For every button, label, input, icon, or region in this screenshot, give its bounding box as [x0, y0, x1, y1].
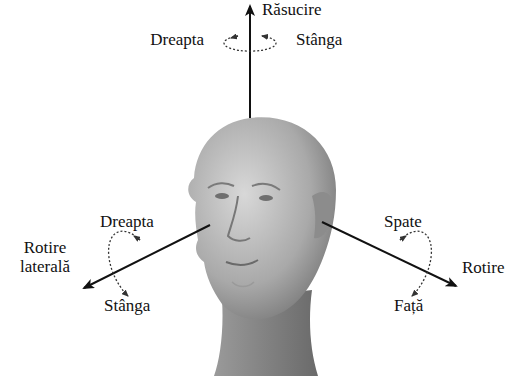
direction-label: Dreapta — [150, 30, 204, 49]
axis-label: Răsucire — [262, 0, 321, 19]
axis-label: Rotire laterală — [4, 238, 86, 276]
direction-label: Stânga — [104, 296, 150, 315]
direction-label: Dreapta — [100, 212, 154, 231]
direction-label: Față — [394, 296, 423, 315]
direction-label: Stânga — [296, 30, 342, 49]
axis-label: Rotire — [462, 258, 505, 277]
direction-label: Spate — [384, 212, 422, 231]
